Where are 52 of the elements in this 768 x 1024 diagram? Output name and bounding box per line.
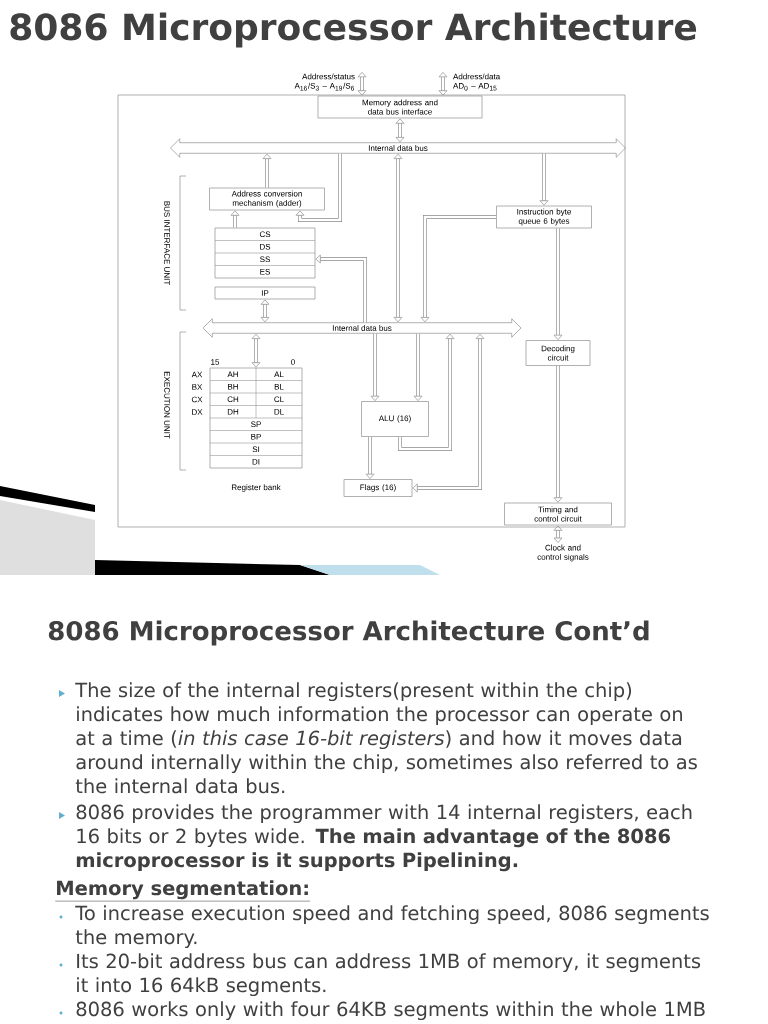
- data-bus: Internal data bus: [170, 138, 626, 158]
- register-stack: CS DS SS ES: [214, 227, 316, 279]
- register-label: CX: [191, 396, 203, 403]
- arrow: [251, 333, 261, 368]
- arrow: [260, 299, 270, 323]
- block-box: Decoding circuit: [525, 340, 591, 366]
- register-label: BX: [192, 384, 203, 390]
- bullet-text: The size of the internal registers(present within the chip) indicates how much information the processor can operate on at a time (in this case 16-bit registers) and how it moves data around internally within the chip, sometimes also referred to as the internal data bus.: [75, 682, 697, 794]
- block-box: Instruction byte queue 6 bytes: [496, 205, 592, 229]
- arrow: [230, 210, 240, 228]
- block-box: Address conversion mechanism (adder): [209, 187, 325, 211]
- arrow: [262, 153, 272, 188]
- register-label: AX: [191, 371, 203, 378]
- arrow: [357, 72, 367, 96]
- slide-heading: 8086 Microprocessor Architecture Cont’d: [48, 620, 649, 646]
- arrow: [539, 153, 549, 206]
- signal-label: Address/data AD$_{0}$ – AD$_{15}$: [453, 73, 501, 91]
- register-label: 15: [211, 359, 220, 365]
- data-bus: Internal data bus: [202, 318, 522, 338]
- arrow: [315, 254, 367, 323]
- bullet-text: 8086 provides the programmer with 14 internal registers, each 16 bits or 2 bytes wide. The main advantage of the 8086 microprocessor is it supports Pipelining.: [76, 804, 692, 872]
- arrow: [553, 228, 563, 340]
- bullet-text: To increase execution speed and fetching speed, 8086 segments the memory.: [75, 905, 709, 949]
- register-label: DX: [192, 409, 203, 415]
- block-box: Flags (16): [343, 479, 413, 497]
- node-label: Register bank: [231, 484, 281, 492]
- block-box: IP: [214, 286, 316, 300]
- arrow: [413, 333, 423, 401]
- bullet-text: 8086 works only with four 64KB segments within the whole 1MB: [76, 1001, 705, 1021]
- arrow: [393, 153, 403, 323]
- arrow: [365, 436, 375, 479]
- unit-label: BUS INTERFACE UNIT: [164, 201, 170, 286]
- bullet-text: Its 20-bit address bus can address 1MB of memory, it segments it into 16 64kB segments.: [77, 953, 701, 997]
- arrow: [395, 118, 405, 143]
- arrow: [553, 365, 563, 503]
- block-box: Timing and control circuit: [504, 502, 612, 526]
- signal-label: Clock and control signals: [537, 544, 589, 562]
- arrow: [438, 72, 448, 96]
- arrow: [420, 215, 497, 323]
- signal-label: Address/status A$_{16}$/S$_{3}$ – A$_{19}$/S$_{6}$: [294, 73, 355, 91]
- register-label: 0: [291, 359, 295, 365]
- title: 8086 Microprocessor Architecture: [10, 12, 697, 48]
- block-box: Memory address and data bus interface: [317, 95, 483, 119]
- arrow: [398, 333, 455, 451]
- arrow: [553, 525, 563, 543]
- arrow: [370, 333, 380, 401]
- section-heading: Memory segmentation:: [55, 880, 311, 902]
- arrow: [295, 153, 342, 222]
- block-box: ALU (16): [361, 401, 429, 437]
- arrow: [412, 333, 485, 493]
- unit-label: EXECUTION UNIT: [164, 371, 170, 439]
- register-table: AH AL BH BL CH CL DH DL SP BP SI DI Register bank: [209, 367, 303, 492]
